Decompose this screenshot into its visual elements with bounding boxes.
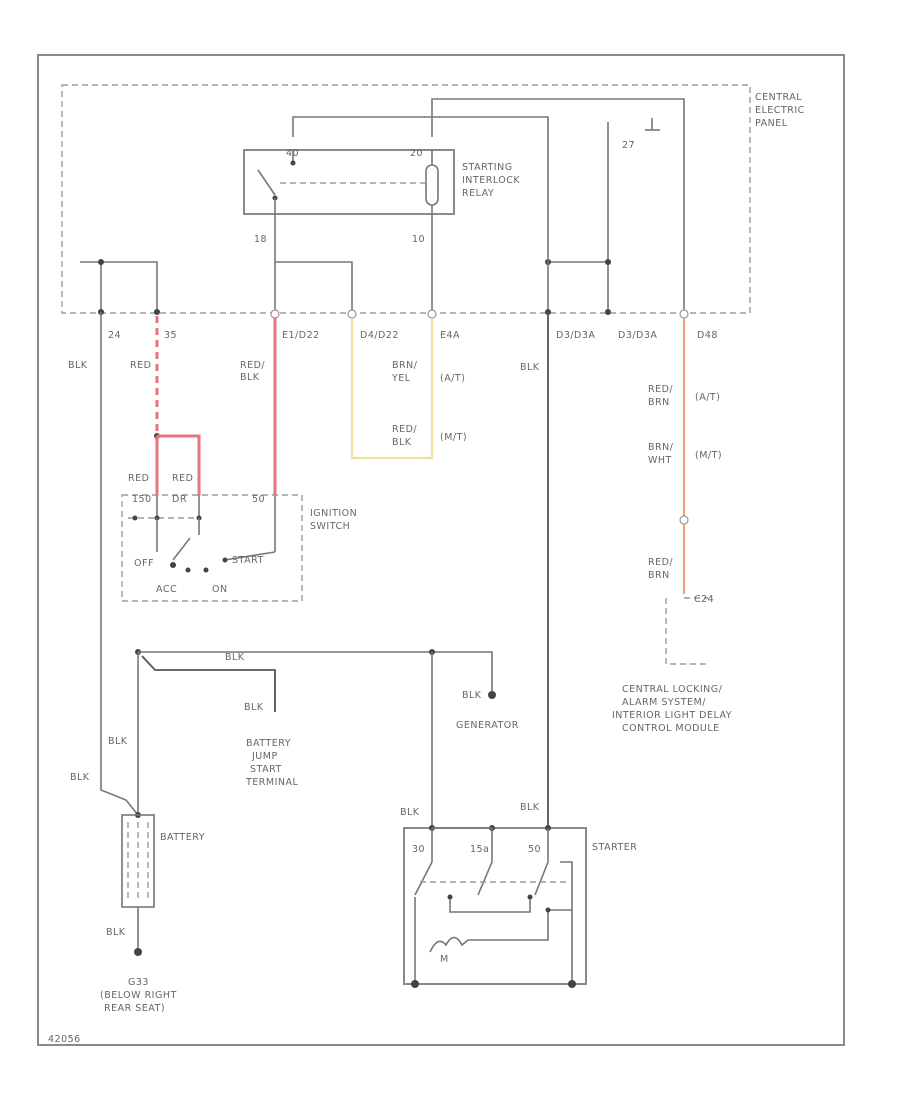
ignition-pin-150: 150 xyxy=(132,494,152,505)
connector-35: 35 xyxy=(164,330,177,341)
wire-at-right: (A/T) xyxy=(695,392,720,403)
wire-red-blk-1: RED/ xyxy=(240,360,265,371)
ground-label-3: REAR SEAT) xyxy=(104,1003,165,1014)
battery-cable-network: BLK BLK BLK BLK BATTERY JUMP START TERMI… xyxy=(70,649,519,828)
ground-label-2: (BELOW RIGHT xyxy=(100,990,177,1001)
starting-interlock-relay: 40 20 STARTING INTERLOCK RELAY 18 10 xyxy=(243,148,520,312)
wire-brn-yel-2: YEL xyxy=(391,373,411,384)
connector-d48: D48 xyxy=(697,330,718,341)
wire-mt-right: (M/T) xyxy=(695,450,722,461)
module-label-3: INTERIOR LIGHT DELAY xyxy=(612,710,732,721)
wire-blk-batt-a: BLK xyxy=(108,736,128,747)
wire-red-blk-2: BLK xyxy=(240,372,260,383)
relay-label-3: RELAY xyxy=(462,188,494,199)
central-panel-label-2: ELECTRIC xyxy=(755,105,805,116)
diagram-code: 42056 xyxy=(48,1034,81,1045)
battery-label: BATTERY xyxy=(160,832,205,843)
ignition-pos-on: ON xyxy=(212,584,228,595)
ground-label-1: G33 xyxy=(128,977,149,988)
ignition-switch-label-1: IGNITION xyxy=(310,508,357,519)
relay-pin-10: 10 xyxy=(412,234,425,245)
battery: BATTERY BLK G33 (BELOW RIGHT REAR SEAT) xyxy=(100,812,205,1014)
wire-red-a: RED xyxy=(128,473,149,484)
wire-red-blk-mt-1: RED/ xyxy=(392,424,417,435)
module-label-1: CENTRAL LOCKING/ xyxy=(622,684,723,695)
wire-red-brn-lower-2: BRN xyxy=(648,570,670,581)
wire-brn-wht-2: WHT xyxy=(648,455,672,466)
jump-start-label-2: JUMP xyxy=(251,751,278,762)
central-electric-panel: CENTRAL ELECTRIC PANEL 27 xyxy=(61,84,805,314)
wire-red-brn-at-2: BRN xyxy=(648,397,670,408)
module-connector-c24: C24 xyxy=(694,594,714,605)
central-panel-outline xyxy=(61,84,751,314)
module-label-4: CONTROL MODULE xyxy=(622,723,720,734)
wire-blk-d3: BLK xyxy=(520,362,540,373)
relay-box xyxy=(243,149,455,215)
wire-blk-batt-b: BLK xyxy=(70,772,90,783)
central-panel-label-3: PANEL xyxy=(755,118,788,129)
starter-motor-label: M xyxy=(440,954,449,965)
wire-blk-jump: BLK xyxy=(244,702,264,713)
starter-motor-winding xyxy=(429,936,469,953)
starter-pin-50: 50 xyxy=(528,844,541,855)
connector-d4-d22: D4/D22 xyxy=(360,330,399,341)
wire-blk-st-b: BLK xyxy=(520,802,540,813)
relay-label-1: STARTING xyxy=(462,162,513,173)
ignition-pos-acc: ACC xyxy=(156,584,177,595)
wire-red-b: RED xyxy=(172,473,193,484)
diagram-frame xyxy=(37,54,845,1046)
ignition-pin-50: 50 xyxy=(252,494,265,505)
relay-label-2: INTERLOCK xyxy=(462,175,520,186)
starter-pin-30: 30 xyxy=(412,844,425,855)
ignition-switch-outline xyxy=(121,494,303,602)
starter-pin-15a: 15a xyxy=(470,844,489,855)
panel-connectors: 24 35 E1/D22 D4/D22 E4A D3/D3A D3/D3A D4… xyxy=(98,309,718,341)
wire-red-upper: RED xyxy=(130,360,151,371)
connector-d3-d3a-1: D3/D3A xyxy=(556,330,595,341)
harness-wiring: BLK RED RED RED RED/ BLK BRN/ YEL (A/T) … xyxy=(68,312,722,828)
wire-mt-label: (M/T) xyxy=(440,432,467,443)
wire-blk-ground: BLK xyxy=(106,927,126,938)
starter-label: STARTER xyxy=(592,842,637,853)
ignition-pos-off: OFF xyxy=(134,558,154,569)
generator-label: GENERATOR xyxy=(456,720,519,731)
connector-e1-d22: E1/D22 xyxy=(282,330,320,341)
module-label-2: ALARM SYSTEM/ xyxy=(622,697,706,708)
central-locking-module: C24 CENTRAL LOCKING/ ALARM SYSTEM/ INTER… xyxy=(612,594,732,734)
starter: STARTER BLK BLK 30 15a 50 M xyxy=(400,802,637,988)
jump-start-label-3: START xyxy=(250,764,282,775)
wire-red-blk-mt-2: BLK xyxy=(392,437,412,448)
wire-red-brn-at-1: RED/ xyxy=(648,384,673,395)
wire-blk-left: BLK xyxy=(68,360,88,371)
wire-blk-st-a: BLK xyxy=(400,807,420,818)
jump-start-label-4: TERMINAL xyxy=(245,777,299,788)
connector-24: 24 xyxy=(108,330,121,341)
wire-blk-gen: BLK xyxy=(462,690,482,701)
ignition-switch-label-2: SWITCH xyxy=(310,521,350,532)
connector-d3-d3a-2: D3/D3A xyxy=(618,330,657,341)
relay-pin-18: 18 xyxy=(254,234,267,245)
connector-e4a: E4A xyxy=(440,330,460,341)
wire-brn-wht-1: BRN/ xyxy=(648,442,674,453)
relay-coil xyxy=(425,164,439,206)
panel-terminal-27: 27 xyxy=(622,140,635,151)
ignition-pin-dr: DR xyxy=(172,494,187,505)
jump-start-label-1: BATTERY xyxy=(246,738,291,749)
relay-pin-20: 20 xyxy=(410,148,423,159)
wire-main-blk: BLK xyxy=(225,652,245,663)
central-panel-label-1: CENTRAL xyxy=(755,92,802,103)
ignition-switch: 150 DR 50 IGNITION SWITCH OFF START ACC … xyxy=(121,494,357,602)
ignition-pos-start: START xyxy=(232,555,264,566)
wire-red-brn-lower-1: RED/ xyxy=(648,557,673,568)
wire-at-label: (A/T) xyxy=(440,373,465,384)
wire-brn-yel-1: BRN/ xyxy=(392,360,418,371)
